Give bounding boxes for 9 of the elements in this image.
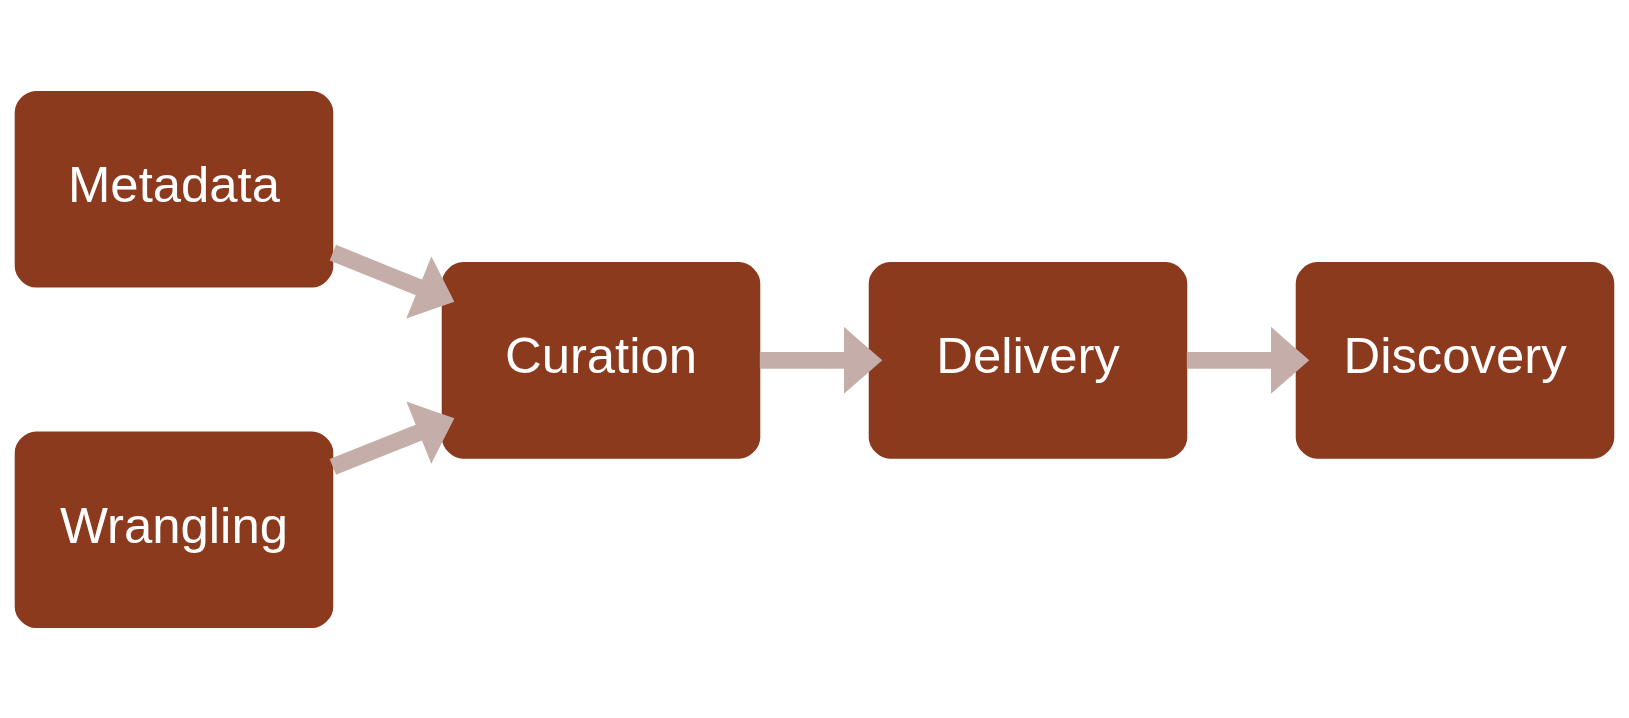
node-box: Curation xyxy=(441,261,761,459)
node-box: Delivery xyxy=(868,261,1188,459)
arrow xyxy=(1186,326,1310,394)
node-box: Discovery xyxy=(1295,261,1615,459)
arrow xyxy=(329,244,455,318)
node-box: Wrangling xyxy=(14,431,334,628)
arrow xyxy=(759,326,883,394)
node-box: Metadata xyxy=(14,90,334,287)
arrow xyxy=(329,400,455,475)
